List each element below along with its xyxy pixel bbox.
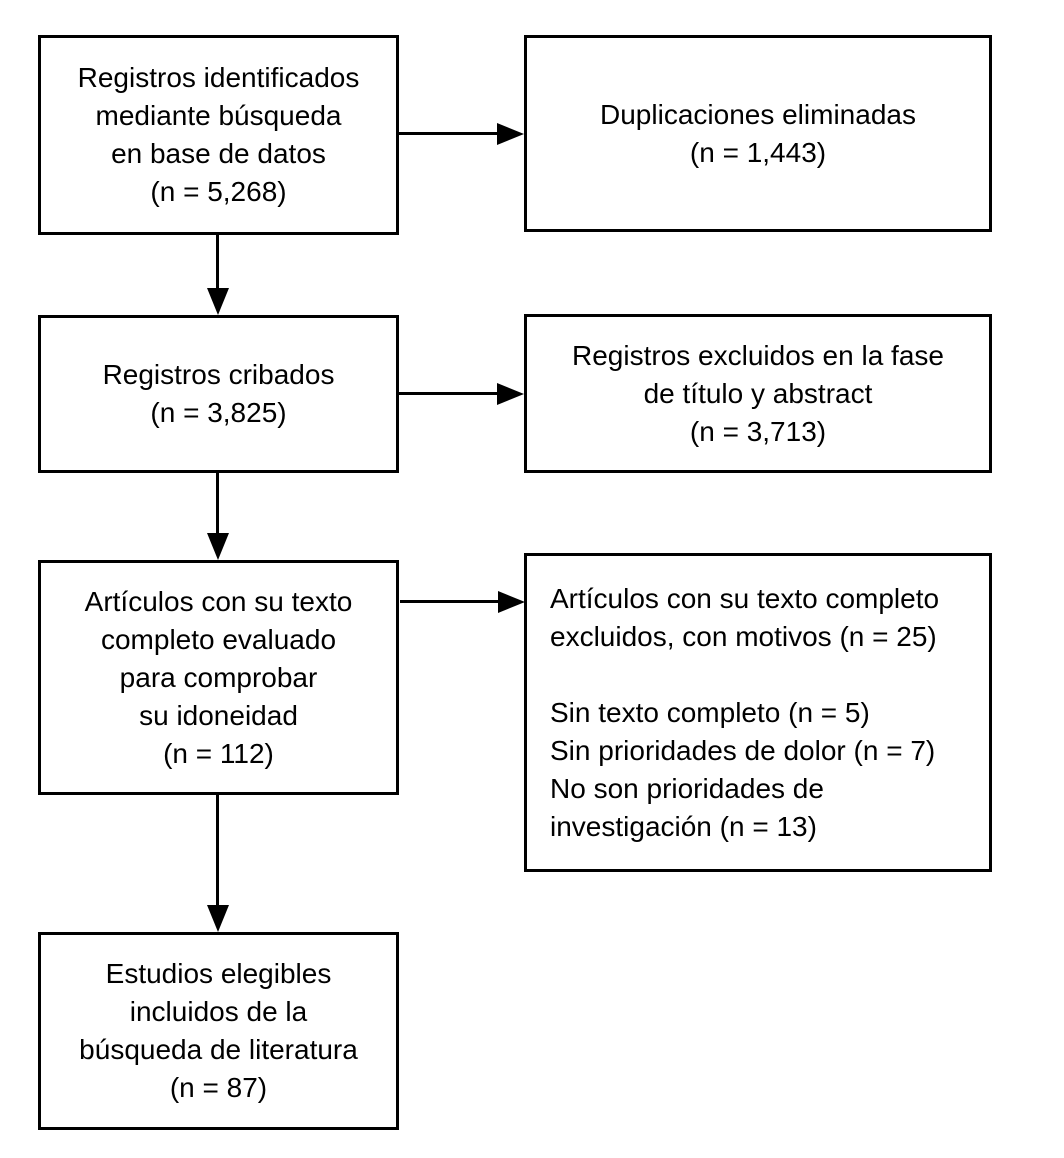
- box-duplicaciones-eliminadas: Duplicaciones eliminadas (n = 1,443): [524, 35, 992, 232]
- arrow-cribados-to-evaluados-head-icon: [207, 533, 229, 560]
- arrow-cribados-to-excluidos-head-icon: [497, 383, 524, 405]
- arrow-cribados-to-evaluados-line: [216, 473, 219, 535]
- box-articulos-texto-completo-evaluado-text: Artículos con su texto completo evaluado…: [84, 585, 353, 769]
- arrow-evaluados-to-excluidos-completo-head-icon: [498, 591, 525, 613]
- arrow-identificados-to-duplicaciones-head-icon: [497, 123, 524, 145]
- box-articulos-texto-completo-excluidos-text: Artículos con su texto completo excluido…: [550, 582, 940, 842]
- arrow-evaluados-to-elegibles-line: [216, 795, 219, 907]
- arrow-identificados-to-cribados-line: [216, 235, 219, 291]
- box-registros-cribados-text: Registros cribados (n = 3,825): [102, 359, 335, 428]
- box-registros-identificados-text: Registros identificados mediante búsqued…: [77, 62, 360, 207]
- arrow-identificados-to-cribados-head-icon: [207, 288, 229, 315]
- box-articulos-texto-completo-evaluado: Artículos con su texto completo evaluado…: [38, 560, 399, 795]
- box-estudios-elegibles-incluidos-text: Estudios elegibles incluidos de la búsqu…: [79, 958, 358, 1103]
- box-articulos-texto-completo-excluidos: Artículos con su texto completo excluido…: [524, 553, 992, 872]
- box-duplicaciones-eliminadas-text: Duplicaciones eliminadas (n = 1,443): [600, 98, 916, 168]
- arrow-evaluados-to-excluidos-completo-line: [400, 600, 500, 603]
- box-registros-cribados: Registros cribados (n = 3,825): [38, 315, 399, 473]
- arrow-identificados-to-duplicaciones-line: [399, 132, 499, 135]
- box-registros-excluidos-titulo-abstract-text: Registros excluidos en la fase de título…: [572, 339, 944, 447]
- box-registros-identificados: Registros identificados mediante búsqued…: [38, 35, 399, 235]
- arrow-cribados-to-excluidos-line: [399, 392, 499, 395]
- box-registros-excluidos-titulo-abstract: Registros excluidos en la fase de título…: [524, 314, 992, 473]
- arrow-evaluados-to-elegibles-head-icon: [207, 905, 229, 932]
- box-estudios-elegibles-incluidos: Estudios elegibles incluidos de la búsqu…: [38, 932, 399, 1130]
